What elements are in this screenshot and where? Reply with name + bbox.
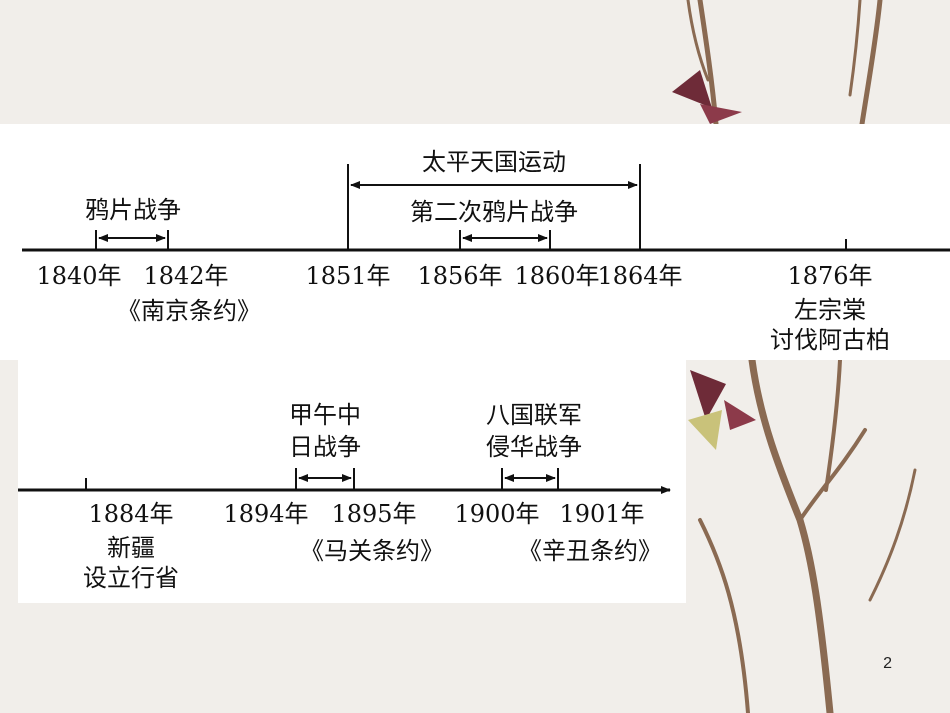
event-label-xinjiang-1: 新疆	[107, 534, 155, 562]
treaty-label-shimonoseki: 《马关条约》	[300, 537, 444, 565]
treaty-label-nanjing: 《南京条约》	[117, 297, 261, 325]
year-label-1901: 1901年	[559, 500, 645, 528]
period-label-eight-nation-1: 八国联军	[486, 401, 582, 429]
timeline-panel-top	[0, 124, 950, 360]
period-label-second-opium-war: 第二次鸦片战争	[410, 198, 578, 226]
period-label-sino-japanese-2: 日战争	[289, 433, 361, 461]
period-label-opium-war: 鸦片战争	[85, 196, 181, 224]
period-label-sino-japanese-1: 甲午中	[289, 401, 361, 429]
event-label-zuo-zongtang-1: 左宗棠	[794, 296, 866, 324]
year-label-1842: 1842年	[143, 262, 229, 290]
year-label-1894: 1894年	[223, 500, 309, 528]
year-label-1864: 1864年	[597, 262, 683, 290]
year-label-1895: 1895年	[331, 500, 417, 528]
event-label-xinjiang-2: 设立行省	[83, 564, 179, 592]
year-label-1856: 1856年	[417, 262, 503, 290]
year-label-1840: 1840年	[36, 262, 122, 290]
event-label-zuo-zongtang-2: 讨伐阿古柏	[770, 326, 890, 354]
year-label-1851: 1851年	[305, 262, 391, 290]
year-label-1860: 1860年	[514, 262, 600, 290]
butterfly-icon	[688, 370, 756, 450]
period-label-eight-nation-2: 侵华战争	[486, 433, 582, 461]
treaty-label-xinchou: 《辛丑条约》	[518, 537, 662, 565]
year-label-1884: 1884年	[88, 500, 174, 528]
year-label-1900: 1900年	[454, 500, 540, 528]
period-label-taiping: 太平天国运动	[422, 148, 566, 176]
timeline-panel-bottom	[18, 360, 686, 603]
butterfly-icon	[672, 70, 742, 124]
page-number: 2	[883, 655, 892, 672]
year-label-1876: 1876年	[787, 262, 873, 290]
